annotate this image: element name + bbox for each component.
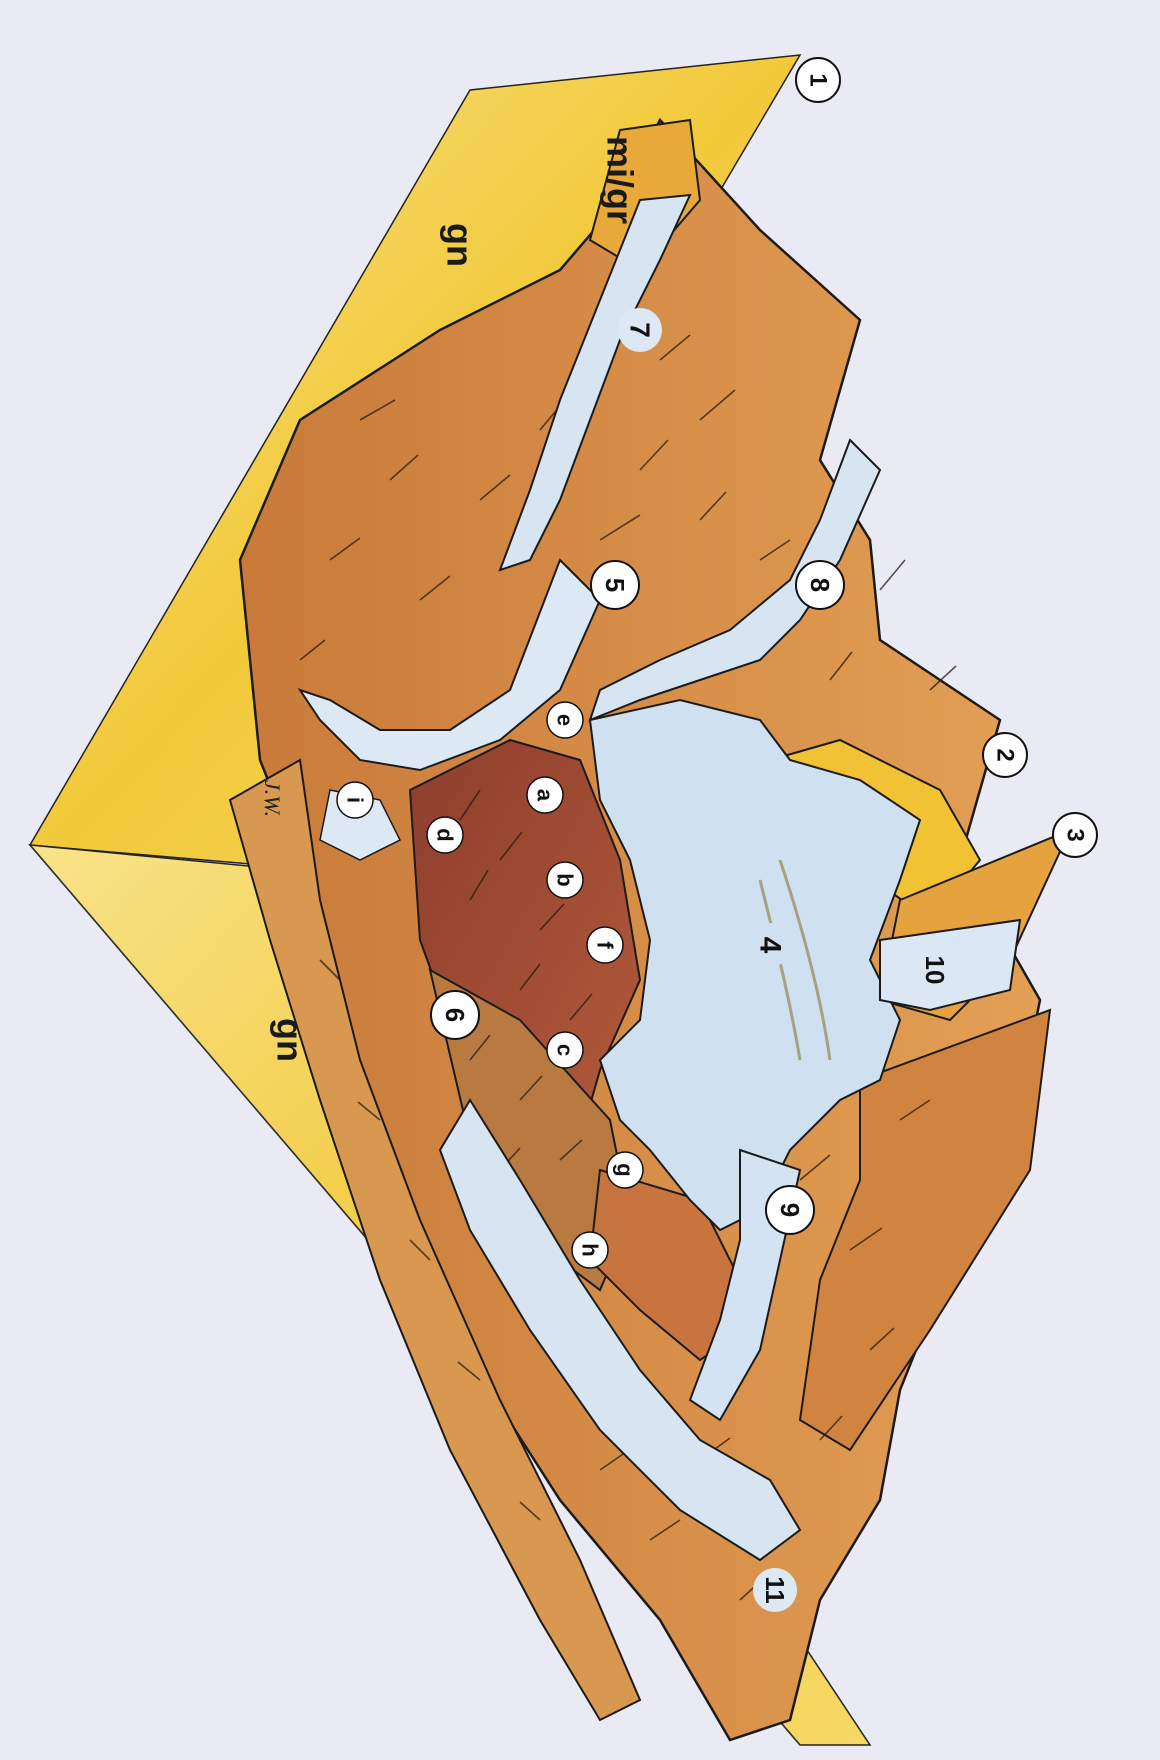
svg-text:i: i xyxy=(343,797,368,803)
svg-text:10: 10 xyxy=(920,956,950,985)
marker-4: 4 xyxy=(748,923,792,967)
svg-text:3: 3 xyxy=(1062,828,1089,841)
marker-5: 5 xyxy=(591,561,639,609)
marker-1: 1 xyxy=(796,58,840,102)
marker-6: 6 xyxy=(431,991,479,1039)
marker-h: h xyxy=(572,1232,608,1268)
rock-label-mi-gr: mi/gr xyxy=(600,136,641,224)
artist-signature: J.W. xyxy=(260,780,285,817)
svg-text:c: c xyxy=(553,1044,578,1056)
marker-d: d xyxy=(427,817,463,853)
marker-e: e xyxy=(547,702,583,738)
marker-9: 9 xyxy=(766,1186,814,1234)
svg-text:6: 6 xyxy=(440,1008,470,1022)
svg-text:7: 7 xyxy=(625,322,656,338)
marker-8: 8 xyxy=(796,561,844,609)
rock-label-gn-lower: gn xyxy=(270,1018,311,1062)
marker-7: 7 xyxy=(618,308,662,352)
svg-text:b: b xyxy=(553,873,578,886)
svg-text:d: d xyxy=(433,828,458,841)
svg-text:2: 2 xyxy=(992,748,1019,761)
svg-text:5: 5 xyxy=(600,578,630,592)
svg-text:11: 11 xyxy=(760,1576,790,1604)
marker-3: 3 xyxy=(1053,813,1097,857)
svg-text:e: e xyxy=(553,714,578,726)
marker-f: f xyxy=(587,927,623,963)
svg-text:1: 1 xyxy=(805,73,832,86)
marker-11: 11 xyxy=(753,1568,797,1612)
marker-2: 2 xyxy=(983,733,1027,777)
marker-g: g xyxy=(607,1152,643,1188)
svg-text:8: 8 xyxy=(805,578,835,592)
svg-text:h: h xyxy=(578,1243,603,1256)
marker-10: 10 xyxy=(913,948,957,992)
svg-text:9: 9 xyxy=(775,1203,805,1217)
marker-b: b xyxy=(547,862,583,898)
svg-text:g: g xyxy=(613,1163,638,1176)
svg-text:4: 4 xyxy=(754,937,787,954)
svg-text:f: f xyxy=(593,941,618,949)
marker-a: a xyxy=(527,777,563,813)
svg-text:a: a xyxy=(533,789,558,802)
rock-label-gn-upper: gn xyxy=(440,223,481,267)
marker-i: i xyxy=(337,782,373,818)
marker-c: c xyxy=(547,1032,583,1068)
